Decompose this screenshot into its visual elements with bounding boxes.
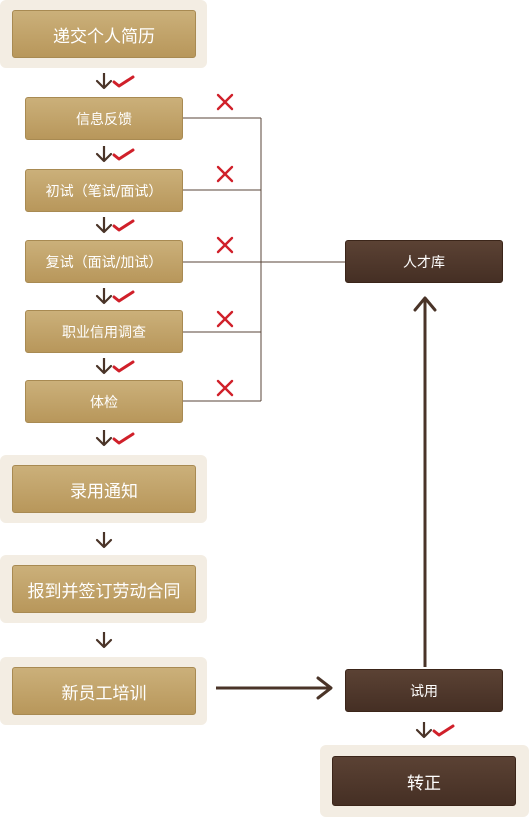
cross-icon: [216, 379, 234, 397]
talent-pool: 人才库: [345, 240, 503, 283]
step-first-interview-label: 初试（笔试/面试）: [45, 183, 163, 200]
step-medical: 体检: [25, 380, 183, 423]
step-regular: 转正: [332, 756, 516, 806]
talent-pool-label: 人才库: [403, 254, 445, 271]
arrow-feedback-first: [95, 144, 135, 163]
step-credit-check-label: 职业信用调查: [62, 324, 146, 341]
arrow-probation-regular: [415, 720, 455, 739]
arrow-probation-talentpool: [413, 296, 437, 667]
talent-pool-bracket: [183, 117, 345, 402]
arrow-medical-offer: [95, 428, 135, 447]
step-second-interview: 复试（面试/加试）: [25, 240, 183, 283]
step-probation: 试用: [345, 669, 503, 712]
step-offer-label: 录用通知: [70, 481, 138, 502]
arrow-credit-medical: [95, 356, 135, 375]
arrow-offer-contract: [95, 530, 113, 549]
step-second-interview-label: 复试（面试/加试）: [45, 254, 163, 271]
step-contract-label: 报到并签订劳动合同: [27, 581, 181, 602]
arrow-first-second: [95, 215, 135, 234]
step-regular-label: 转正: [407, 773, 441, 794]
cross-icon: [216, 310, 234, 328]
arrow-resume-feedback: [95, 71, 135, 90]
step-training: 新员工培训: [12, 667, 196, 715]
step-first-interview: 初试（笔试/面试）: [25, 169, 183, 212]
cross-icon: [216, 236, 234, 254]
step-feedback-label: 信息反馈: [76, 111, 132, 128]
arrow-training-probation: [216, 676, 333, 700]
step-resume-label: 递交个人简历: [53, 26, 155, 47]
arrow-contract-training: [95, 630, 113, 649]
step-training-label: 新员工培训: [61, 683, 147, 704]
step-contract: 报到并签订劳动合同: [12, 565, 196, 613]
cross-icon: [216, 165, 234, 183]
arrow-second-credit: [95, 286, 135, 305]
step-probation-label: 试用: [410, 683, 438, 700]
cross-icon: [216, 93, 234, 111]
step-credit-check: 职业信用调查: [25, 310, 183, 353]
step-offer: 录用通知: [12, 465, 196, 513]
step-resume: 递交个人简历: [12, 10, 196, 58]
step-feedback: 信息反馈: [25, 97, 183, 140]
step-medical-label: 体检: [90, 394, 118, 411]
